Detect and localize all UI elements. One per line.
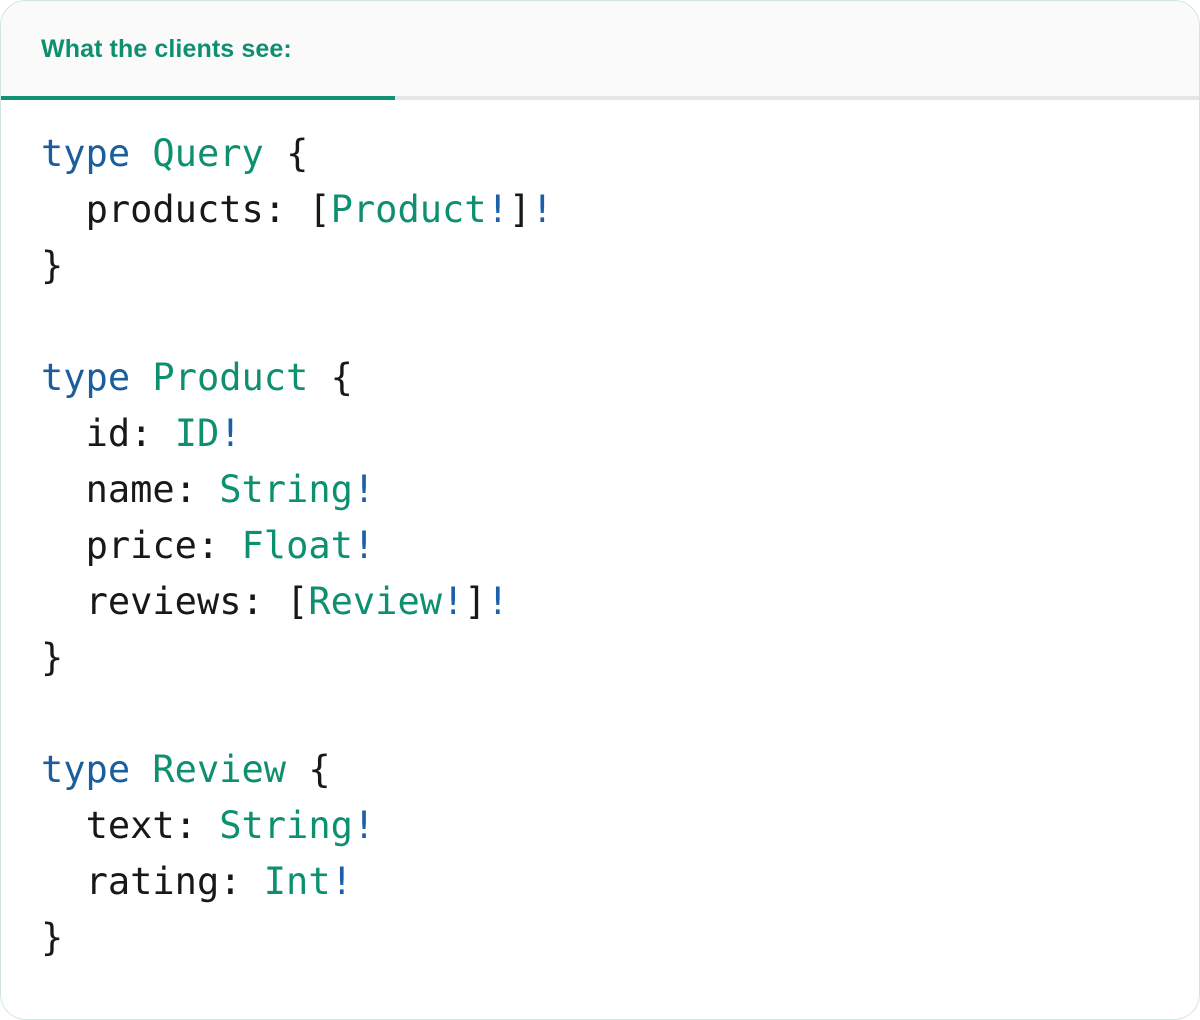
code-line: type Product { xyxy=(41,350,1199,406)
code-token-field: products xyxy=(85,188,264,231)
tab-what-the-clients-see[interactable]: What the clients see: xyxy=(1,1,395,100)
code-token-punct xyxy=(286,748,308,791)
code-token-punct xyxy=(130,748,152,791)
code-token-punct: : xyxy=(241,580,287,623)
code-line: type Query { xyxy=(41,126,1199,182)
code-token-punct xyxy=(41,524,86,567)
code-line: id: ID! xyxy=(41,406,1199,462)
code-token-punct xyxy=(308,356,330,399)
code-line xyxy=(41,686,1199,742)
code-token-type: Product xyxy=(152,356,309,399)
code-token-kw: type xyxy=(41,356,131,399)
code-line: } xyxy=(41,238,1199,294)
code-token-type: Int xyxy=(263,860,331,903)
code-token-punct xyxy=(130,356,152,399)
code-token-type: Review xyxy=(308,580,442,623)
code-token-punct: ] xyxy=(464,580,487,623)
code-token-bang: ! xyxy=(219,412,242,455)
code-token-field: name xyxy=(85,468,175,511)
code-token-punct: [ xyxy=(308,188,331,231)
code-line: text: String! xyxy=(41,798,1199,854)
code-token-punct xyxy=(41,860,86,903)
graphql-schema-code: type Query { products: [Product!]! } typ… xyxy=(41,126,1199,966)
code-line xyxy=(41,294,1199,350)
code-line: products: [Product!]! xyxy=(41,182,1199,238)
code-token-punct: : xyxy=(196,524,242,567)
code-token-type: Product xyxy=(330,188,487,231)
code-token-punct xyxy=(41,188,86,231)
code-line: name: String! xyxy=(41,462,1199,518)
code-token-type: String xyxy=(219,804,353,847)
code-area: type Query { products: [Product!]! } typ… xyxy=(1,100,1199,1017)
code-token-punct: : xyxy=(130,412,175,455)
code-token-type: Float xyxy=(241,524,353,567)
code-token-bang: ! xyxy=(352,468,376,511)
code-token-punct: } xyxy=(41,916,64,959)
code-token-punct xyxy=(264,132,286,175)
code-token-bang: ! xyxy=(352,804,376,847)
code-token-punct: : xyxy=(174,468,220,511)
code-token-punct: : xyxy=(219,860,264,903)
code-token-field: id xyxy=(85,412,131,455)
code-token-bang: ! xyxy=(442,580,465,623)
code-line: reviews: [Review!]! xyxy=(41,574,1199,630)
code-token-bang: ! xyxy=(486,188,509,231)
code-line: price: Float! xyxy=(41,518,1199,574)
code-token-bang: ! xyxy=(486,580,509,623)
code-token-type: Review xyxy=(152,748,287,791)
code-token-punct: { xyxy=(286,132,309,175)
code-token-bang: ! xyxy=(330,860,353,903)
code-token-field: rating xyxy=(85,860,220,903)
code-token-punct: ] xyxy=(508,188,532,231)
code-token-punct: [ xyxy=(286,580,309,623)
code-token-punct: } xyxy=(41,636,64,679)
code-line: rating: Int! xyxy=(41,854,1199,910)
code-token-punct: : xyxy=(263,188,309,231)
code-line: } xyxy=(41,910,1199,966)
code-token-punct: } xyxy=(41,244,64,287)
code-token-punct xyxy=(41,580,86,623)
code-token-punct: : xyxy=(174,804,220,847)
code-line: } xyxy=(41,630,1199,686)
code-token-field: text xyxy=(85,804,175,847)
code-token-bang: ! xyxy=(531,188,554,231)
code-token-kw: type xyxy=(41,132,131,175)
code-token-type: String xyxy=(219,468,353,511)
code-token-bang: ! xyxy=(352,524,376,567)
code-token-kw: type xyxy=(41,748,131,791)
code-line: type Review { xyxy=(41,742,1199,798)
code-token-punct xyxy=(41,468,86,511)
code-token-punct: { xyxy=(330,356,353,399)
code-token-punct: { xyxy=(308,748,331,791)
code-token-type: Query xyxy=(152,132,264,175)
tab-label: What the clients see: xyxy=(41,35,292,63)
code-token-field: reviews xyxy=(85,580,242,623)
tab-bar: What the clients see: xyxy=(1,1,1199,100)
code-token-field: price xyxy=(85,524,197,567)
code-token-type: ID xyxy=(174,412,220,455)
code-token-punct xyxy=(130,132,152,175)
code-token-punct xyxy=(41,804,86,847)
code-token-punct xyxy=(41,412,86,455)
